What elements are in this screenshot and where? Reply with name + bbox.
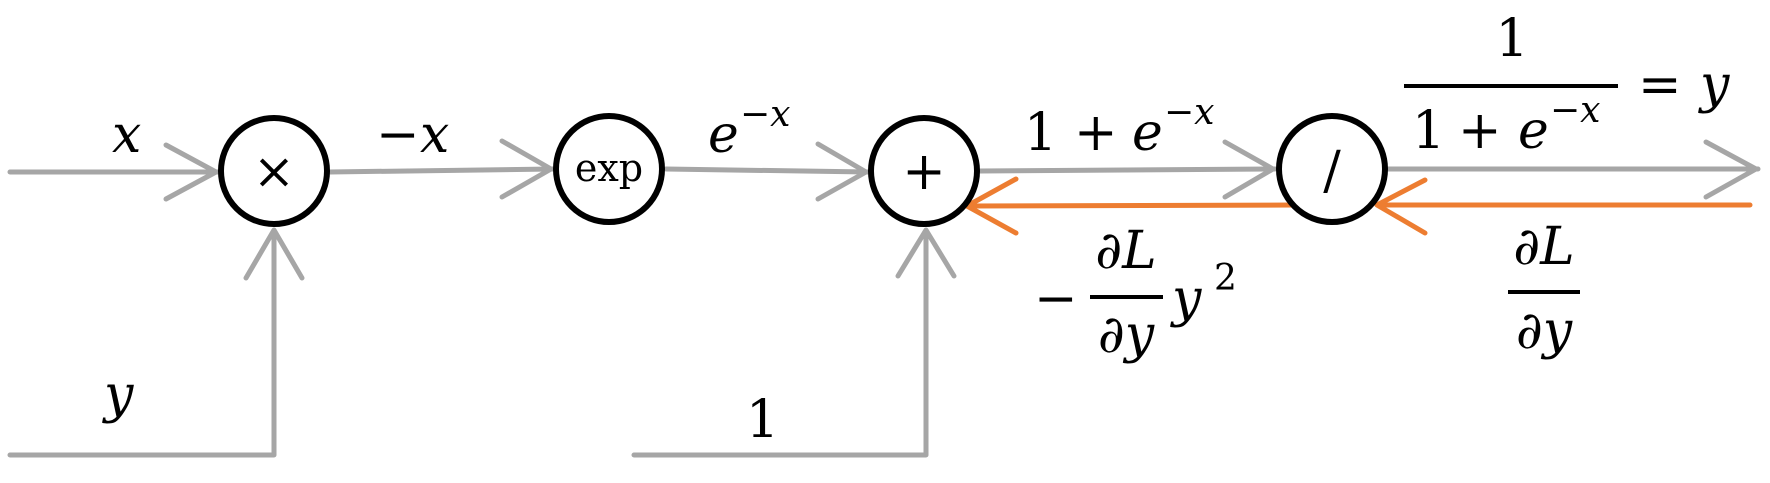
arrowhead-add-to-div: [1222, 139, 1276, 200]
node-add-symbol: +: [902, 142, 946, 202]
label-grad-local-exp: 2: [1214, 258, 1237, 299]
node-divide: /: [1276, 113, 1388, 225]
edge-mul-to-exp: [327, 166, 556, 175]
node-divide-symbol: /: [1323, 141, 1341, 201]
label-sum-one: 1: [1024, 103, 1057, 163]
forward-edges: [7, 138, 1761, 458]
label-output-denom-plus: +: [1458, 101, 1502, 161]
edge-add-to-div: [977, 166, 1278, 174]
label-grad-upstream-num: ∂L: [1513, 217, 1574, 277]
arrowhead-input-x: [163, 142, 219, 202]
label-output-denom-base: e: [1518, 101, 1549, 161]
node-add: +: [868, 115, 980, 227]
label-upstream-gradient: ∂L ∂y: [1508, 217, 1580, 361]
label-grad-local-num: ∂L: [1095, 221, 1156, 281]
label-exp-base: e: [708, 105, 739, 165]
arrowhead-output: [1703, 139, 1759, 200]
label-output-denom-power: −x: [1550, 90, 1600, 131]
grad-edge-div-to-add: [965, 202, 1299, 209]
label-input-x: x: [112, 105, 141, 165]
label-constant-one: 1: [746, 390, 779, 450]
label-neg-x-var: x: [420, 105, 449, 165]
arrowhead-exp-to-add: [815, 141, 869, 202]
label-sum-power: −x: [1164, 92, 1214, 133]
node-multiply: ×: [218, 115, 330, 227]
label-local-gradient: − ∂L ∂y y 2: [1034, 221, 1237, 365]
label-output-y: y: [1698, 55, 1730, 115]
edge-const-one: [631, 233, 929, 458]
label-grad-local-minus: −: [1034, 269, 1078, 329]
label-sum-base: e: [1132, 103, 1163, 163]
arrowhead-const-one: [895, 227, 957, 279]
label-sum-plus: +: [1074, 103, 1118, 163]
arrowhead-mul-to-exp: [499, 138, 554, 200]
label-input-y: y: [102, 365, 134, 425]
node-exp-symbol: exp: [575, 146, 643, 190]
label-neg-x: − x: [376, 105, 449, 165]
arrowhead-input-y: [243, 227, 305, 281]
label-neg-x-minus: −: [376, 105, 420, 165]
node-multiply-symbol: ×: [253, 142, 295, 200]
label-exp-power: −x: [740, 94, 790, 135]
label-output-numerator: 1: [1495, 9, 1528, 69]
label-one-plus-exp: 1 + e −x: [1024, 92, 1214, 163]
label-output-fraction: 1 1 + e −x = y: [1404, 9, 1730, 161]
label-exp-neg-x: e −x: [708, 94, 790, 165]
label-grad-upstream-den: ∂y: [1516, 301, 1573, 361]
label-output-equals: =: [1638, 55, 1682, 115]
label-grad-local-den: ∂y: [1098, 305, 1155, 365]
label-output-denom-one: 1: [1412, 101, 1445, 161]
label-grad-local-y: y: [1170, 269, 1202, 329]
grad-arrowhead-upstream: [1374, 177, 1428, 236]
edge-exp-to-add: [663, 166, 871, 175]
node-exp: exp: [553, 113, 665, 225]
edge-input-y: [7, 233, 277, 458]
